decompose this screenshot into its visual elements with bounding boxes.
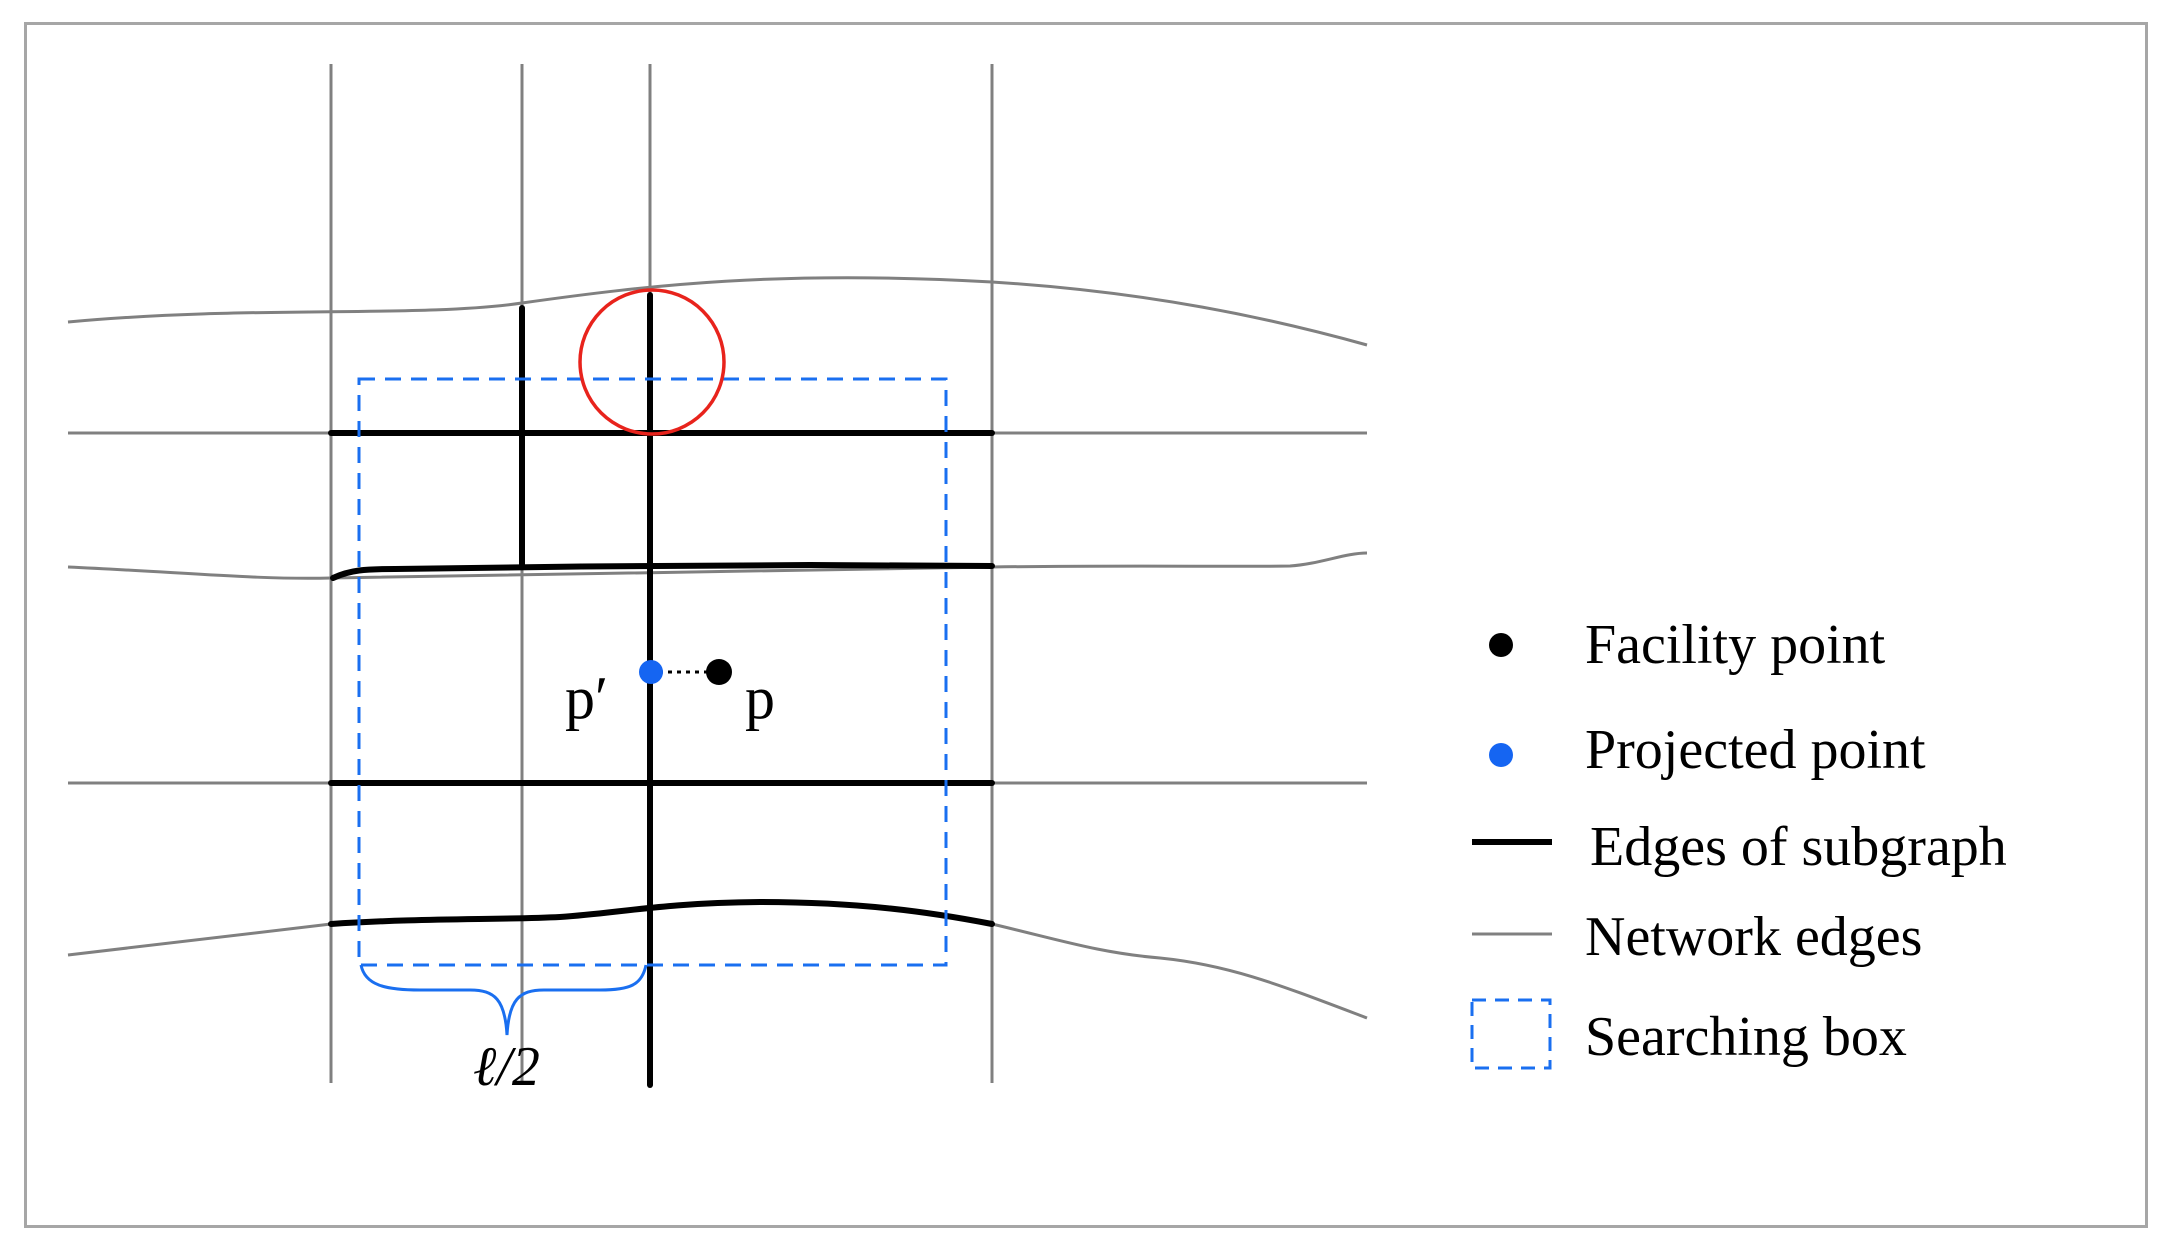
half-length-brace [359, 964, 648, 1036]
subgraph-edge-h-bottom [328, 898, 995, 927]
network-edges [67, 64, 1368, 1083]
legend-subgraph-label: Edges of subgraph [1590, 816, 2007, 878]
projected-point-label: p′ [565, 665, 608, 731]
projected-point [639, 660, 663, 684]
legend-projected-label: Projected point [1585, 719, 1926, 781]
legend-box-symbol [1470, 998, 1552, 1070]
network-edge-h5 [67, 922, 1368, 1020]
subgraph-edge-h-wavy [330, 561, 995, 581]
legend-facility-symbol [1489, 633, 1513, 657]
network-edge-h3 [67, 551, 1368, 580]
half-length-label: ℓ/2 [473, 1036, 540, 1098]
legend: Facility point Projected point Edges of … [1470, 614, 2007, 1070]
legend-facility-label: Facility point [1585, 614, 1886, 676]
legend-network-label: Network edges [1585, 906, 1922, 968]
facility-point [706, 659, 732, 685]
network-edge-h1 [67, 276, 1368, 347]
searching-box [357, 377, 948, 967]
figure-frame [24, 22, 2148, 1228]
facility-point-label: p [745, 665, 775, 731]
legend-projected-symbol [1489, 743, 1513, 767]
legend-box-label: Searching box [1585, 1006, 1907, 1068]
highlight-circle [578, 288, 726, 436]
